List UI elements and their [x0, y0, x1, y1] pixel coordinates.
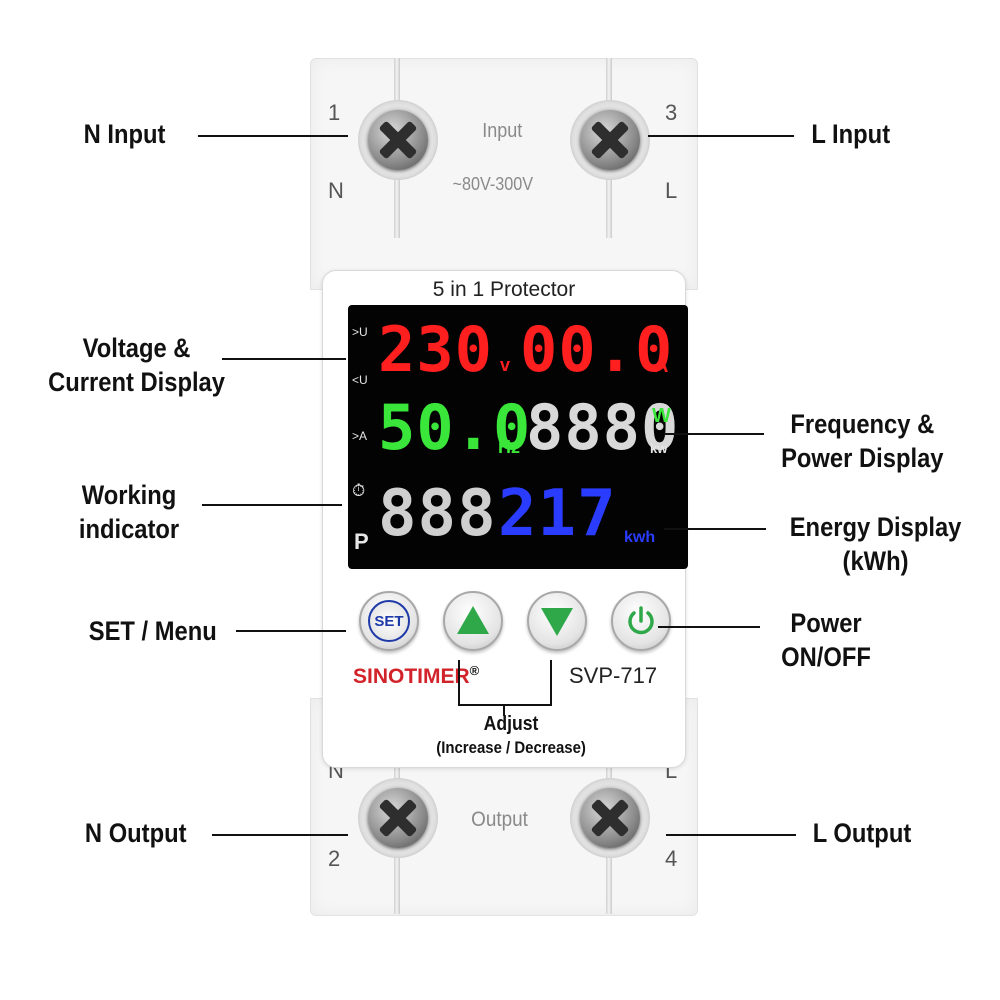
power-button[interactable]: [611, 591, 671, 651]
set-button[interactable]: SET: [359, 591, 419, 651]
screw-terminal[interactable]: [358, 778, 438, 858]
frequency-readout: 50.0: [378, 391, 532, 464]
front-panel: 5 in 1 Protector >U <U >A ⏱ P 230 v 00.0…: [322, 270, 688, 768]
adjust-bracket: [458, 660, 552, 706]
terminal-number: 4: [665, 846, 678, 871]
decrease-button[interactable]: [527, 591, 587, 651]
leader-line: [503, 704, 505, 716]
leader-line: [664, 528, 766, 530]
input-voltage-range: ~80V-300V: [452, 174, 534, 194]
leader-line: [664, 433, 764, 435]
callout-n-output: N Output: [84, 818, 187, 848]
increase-button[interactable]: [443, 591, 503, 651]
callout-line: indicator: [78, 514, 180, 544]
screw-icon: [580, 110, 640, 170]
callout-line: Power: [790, 608, 862, 638]
current-readout: 00.0: [520, 313, 674, 386]
callout-line: Energy Display: [789, 512, 962, 542]
set-button-label: SET: [374, 612, 404, 630]
timer-icon: ⏱: [352, 481, 366, 500]
lcd-display: >U <U >A ⏱ P 230 v 00.0 A 50.0 Hz 8880 W…: [348, 305, 688, 569]
energy-unit: kwh: [624, 529, 656, 546]
brand-name: SINOTIMER: [353, 665, 470, 688]
callout-l-input: L Input: [811, 119, 891, 149]
leader-line: [236, 630, 346, 632]
callout-line: (kWh): [842, 546, 909, 576]
leader-line: [648, 135, 794, 137]
current-unit: A: [654, 355, 669, 377]
power-unit-w: W: [652, 405, 671, 427]
callout-line: Working: [81, 480, 177, 510]
registered-mark: ®: [469, 663, 480, 678]
over-voltage-indicator: >U: [352, 325, 368, 339]
set-button-face: SET: [368, 600, 410, 642]
callout-line: ON/OFF: [781, 642, 871, 672]
voltage-readout: 230: [378, 313, 493, 386]
terminal-letter: N: [328, 178, 344, 203]
callout-working-indicator: Working indicator: [79, 478, 179, 546]
screw-terminal[interactable]: [570, 778, 650, 858]
screw-icon: [368, 110, 428, 170]
down-arrow-icon: [536, 600, 578, 642]
brand-logo: SINOTIMER®: [353, 663, 479, 689]
callout-n-input: N Input: [83, 119, 166, 149]
model-number: SVP-717: [569, 663, 658, 688]
terminal-number: 2: [328, 846, 341, 871]
power-unit-kw: kw: [650, 441, 668, 456]
leader-line: [202, 504, 342, 506]
terminal-number: 3: [665, 100, 678, 125]
callout-line: Frequency &: [790, 409, 935, 439]
callout-frequency-power: Frequency & Power Display: [781, 407, 943, 475]
screw-icon: [368, 788, 428, 848]
callout-power-onoff: Power ON/OFF: [781, 606, 871, 674]
energy-readout: 217: [498, 477, 617, 551]
energy-readout-dim: 888: [378, 477, 497, 551]
screw-terminal[interactable]: [570, 100, 650, 180]
input-label: Input: [482, 120, 523, 142]
callout-line: Current Display: [48, 367, 225, 397]
circuit-protector-device: 1 N 3 L Input ~80V-300V N 2 L 4 Output 5…: [310, 58, 698, 916]
screw-icon: [580, 788, 640, 848]
power-indicator: P: [354, 529, 369, 554]
voltage-unit: v: [500, 355, 511, 375]
callout-line: (Increase / Decrease): [436, 738, 586, 757]
frequency-unit: Hz: [498, 437, 520, 457]
leader-line: [212, 834, 348, 836]
callout-l-output: L Output: [812, 818, 912, 848]
output-label: Output: [471, 808, 528, 831]
under-voltage-indicator: <U: [352, 373, 368, 387]
terminal-letter: L: [665, 178, 678, 203]
callout-line: Power Display: [781, 443, 944, 473]
callout-energy-display: Energy Display (kWh): [790, 510, 962, 578]
leader-line: [198, 135, 348, 137]
screw-terminal[interactable]: [358, 100, 438, 180]
panel-title: 5 in 1 Protector: [432, 278, 576, 301]
callout-line: Adjust: [483, 713, 539, 735]
top-terminal-block: [310, 58, 698, 290]
leader-line: [658, 626, 760, 628]
terminal-number: 1: [328, 100, 341, 125]
callout-line: Voltage &: [82, 333, 191, 363]
callout-adjust: Adjust (Increase / Decrease): [436, 712, 586, 760]
leader-line: [222, 358, 346, 360]
power-icon: [620, 600, 662, 642]
over-current-indicator: >A: [352, 429, 368, 443]
power-readout: 8880: [526, 391, 680, 464]
leader-line: [666, 834, 796, 836]
callout-voltage-current: Voltage & Current Display: [48, 331, 225, 399]
up-arrow-icon: [452, 600, 494, 642]
callout-set-menu: SET / Menu: [88, 616, 217, 646]
